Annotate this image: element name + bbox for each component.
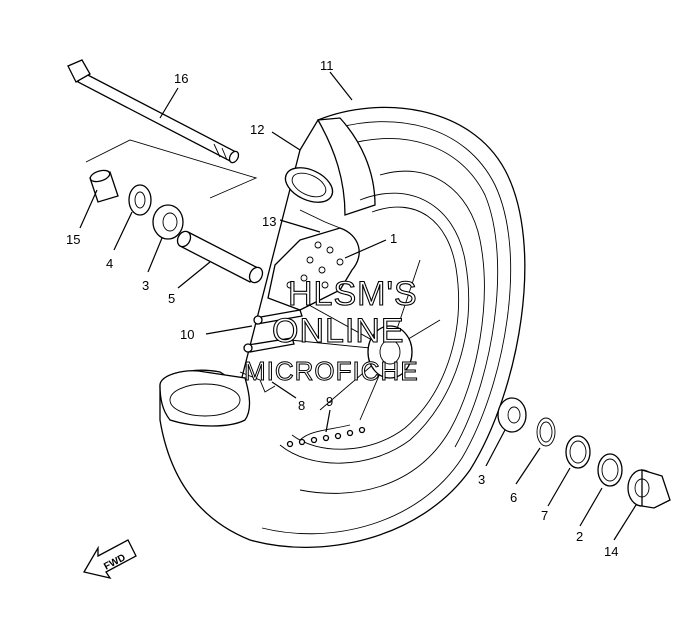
- callout-5: 5: [168, 291, 175, 306]
- bearing-left: [152, 204, 184, 240]
- oil-seal: [128, 184, 152, 216]
- callout-15: 15: [66, 232, 80, 247]
- callout-1: 1: [390, 231, 397, 246]
- callout-4: 4: [106, 256, 113, 271]
- oil-seal-right: [597, 453, 623, 487]
- callout-9: 9: [326, 394, 333, 409]
- callout-3-right: 3: [478, 472, 485, 487]
- wheel-rim: [279, 192, 470, 464]
- callout-7: 7: [541, 508, 548, 523]
- bearing-right: [497, 397, 527, 433]
- tire: [159, 106, 526, 548]
- spoke-nipples: [286, 426, 366, 448]
- callout-11: 11: [320, 58, 334, 73]
- circlip: [536, 417, 556, 447]
- callout-12: 12: [250, 122, 264, 137]
- watermark: HLSM'S ONLINE MICROFICHE: [244, 274, 419, 386]
- brake-disc: [267, 227, 360, 311]
- callout-16: 16: [174, 71, 188, 86]
- meter-gear-unit: [627, 469, 671, 509]
- callout-2: 2: [576, 529, 583, 544]
- callout-10: 10: [180, 327, 194, 342]
- callout-8: 8: [298, 398, 305, 413]
- svg-text:MICROFICHE: MICROFICHE: [244, 356, 419, 386]
- gear-washer: [565, 435, 591, 469]
- svg-text:ONLINE: ONLINE: [272, 312, 405, 350]
- callout-14: 14: [604, 544, 618, 559]
- callout-3-left: 3: [142, 278, 149, 293]
- disc-bolts: [243, 309, 303, 353]
- leader-lines: [79, 71, 637, 541]
- callout-13: 13: [262, 214, 276, 229]
- tube-strip: [299, 209, 341, 229]
- callout-6: 6: [510, 490, 517, 505]
- spacer: [176, 230, 264, 284]
- rim-band: [239, 371, 276, 393]
- fwd-arrow-icon: FWD: [82, 539, 137, 580]
- svg-text:HLSM'S: HLSM'S: [288, 275, 418, 313]
- axle: [67, 59, 258, 199]
